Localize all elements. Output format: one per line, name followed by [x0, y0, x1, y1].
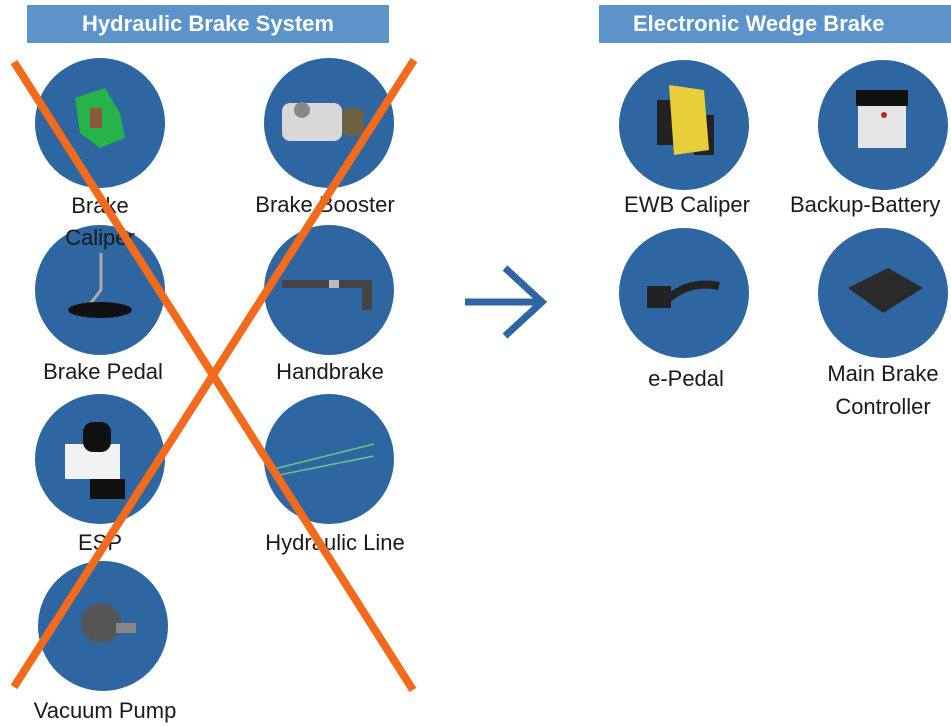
brake-caliper-icon [75, 88, 125, 148]
vacuum-pump-icon [81, 603, 136, 643]
handbrake-item [264, 225, 394, 355]
arrow-right-icon [465, 265, 548, 339]
ewb-caliper-item [619, 60, 749, 190]
e-pedal-item [619, 228, 749, 358]
brake-pedal-label: Brake Pedal [43, 359, 163, 384]
backup-battery-item [818, 60, 948, 190]
ewb-caliper-label: EWB Caliper [624, 192, 750, 217]
battery-icon [856, 90, 908, 148]
esp-label: ESP [77, 530, 123, 555]
esp-item [35, 394, 165, 524]
hydraulic-line-label: Hydraulic Line [265, 530, 405, 555]
main-brake-controller-item [818, 228, 948, 358]
hydraulic-brake-system-header: Hydraulic Brake System [27, 5, 389, 43]
handbrake-label: Handbrake [276, 359, 384, 384]
main-brake-controller-label: Main Brake Controller [827, 361, 939, 419]
electronic-wedge-brake-header: Electronic Wedge Brake [599, 5, 951, 43]
e-pedal-icon [647, 280, 720, 308]
brake-caliper-item [35, 58, 165, 188]
backup-battery-label: Backup-Battery [790, 192, 941, 217]
controller-icon [848, 268, 923, 313]
hydraulic-line-icon [273, 443, 375, 477]
brake-caliper-label: Brake Caliper [65, 193, 135, 250]
vacuum-pump-label: Vacuum Pump [33, 698, 177, 723]
ewb-caliper-icon [657, 85, 714, 155]
hydraulic-line-item [264, 394, 394, 524]
esp-unit-icon [65, 422, 125, 499]
brake-booster-icon [282, 102, 364, 141]
handbrake-icon [282, 280, 372, 310]
e-pedal-label: e-Pedal [648, 366, 724, 391]
vacuum-pump-item [38, 561, 168, 691]
brake-booster-label: Brake Booster [255, 192, 395, 217]
brake-booster-item [264, 58, 394, 188]
